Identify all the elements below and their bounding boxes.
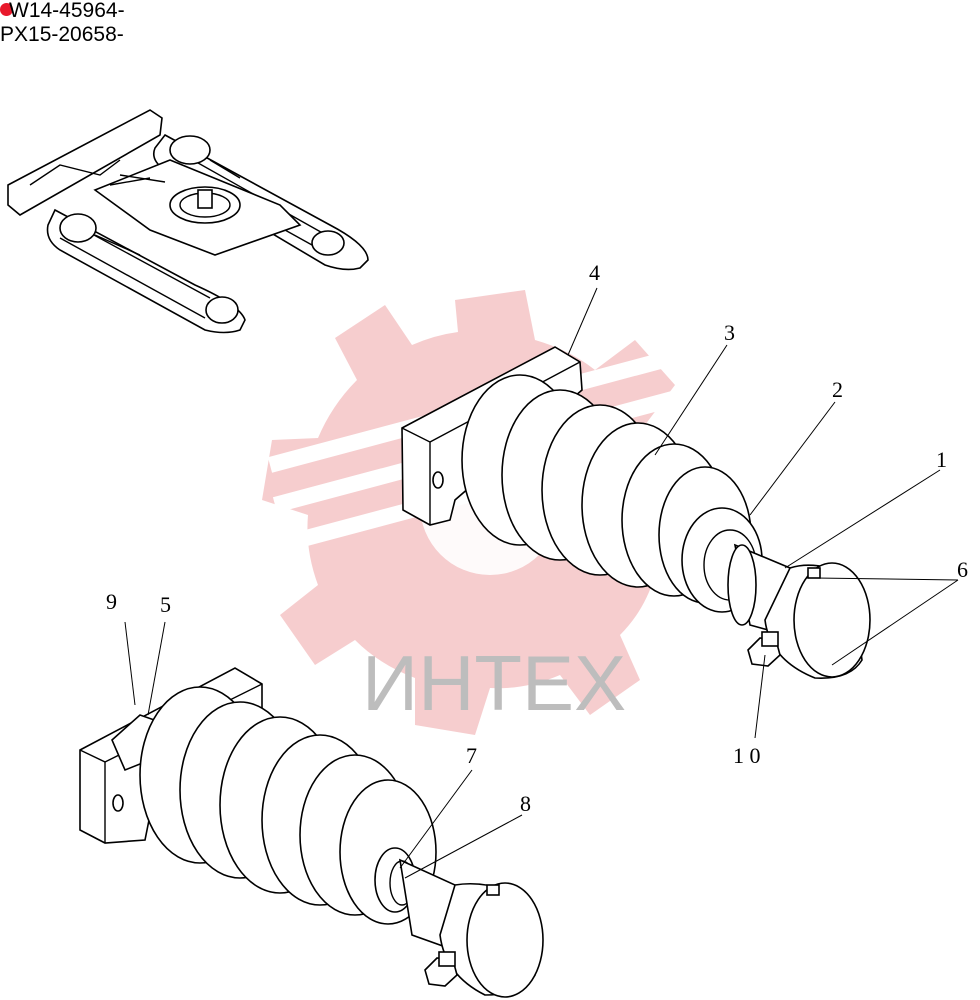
callout-6: 6 xyxy=(957,557,968,582)
grease-fitting-icon-lower xyxy=(424,951,458,987)
callout-4: 4 xyxy=(589,260,600,285)
callout-3: 3 xyxy=(724,320,735,345)
callout-9: 9 xyxy=(106,589,117,614)
callout-2: 2 xyxy=(832,377,843,402)
recoil-spring-assembly-lower xyxy=(79,667,544,998)
recoil-spring-assembly-upper xyxy=(401,346,871,679)
callout-1: 1 xyxy=(936,447,947,472)
callout-10: 1 0 xyxy=(733,743,761,768)
undercarriage-overview xyxy=(7,109,369,334)
leader-lines xyxy=(124,287,959,879)
callout-8: 8 xyxy=(520,791,531,816)
callout-7: 7 xyxy=(466,743,477,768)
watermark-text: ИНТЕХ xyxy=(362,639,626,727)
serial-number-2: PX15-20658- xyxy=(0,23,124,46)
red-marker-icon xyxy=(0,3,13,16)
callout-5: 5 xyxy=(160,592,171,617)
grease-fitting-icon xyxy=(747,631,781,667)
serial-number-1: W14-45964- xyxy=(0,0,125,22)
